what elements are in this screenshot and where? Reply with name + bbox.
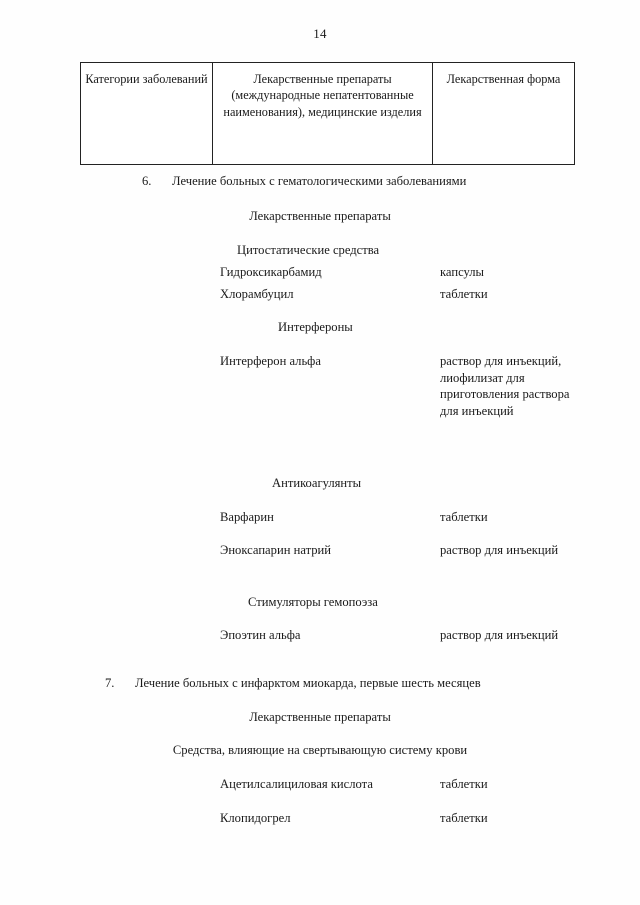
drug-form-hydroxycarbamide: капсулы [440,265,485,279]
drug-name-hydroxycarbamide: Гидроксикарбамид [220,265,322,279]
section-heading-7: 7. Лечение больных с инфарктом миокарда, … [105,675,481,691]
group-title-coagulation-agents: Средства, влияющие на свертывающую систе… [172,743,468,757]
drug-form-chlorambucil: таблетки [440,287,488,301]
drug-name-chlorambucil: Хлорамбуцил [220,287,294,301]
group-title-cytostatics: Цитостатические средства [237,243,380,257]
drug-form-epoetin-alfa: раствор для инъекций [440,628,559,642]
drug-form-acetylsalicylic-acid: таблетки [440,777,488,791]
group-title-anticoagulants: Антикоагулянты [272,476,362,490]
table-header-cell-categories: Категории заболеваний [81,63,213,164]
section-title-6: Лечение больных с гематологическими забо… [172,174,467,188]
drug-name-enoxaparin-sodium: Эноксапарин натрий [220,543,332,557]
drug-name-epoetin-alfa: Эпоэтин альфа [220,628,301,642]
drug-form-clopidogrel: таблетки [440,811,488,825]
drug-name-acetylsalicylic-acid: Ацетилсалициловая кислота [220,777,373,791]
group-title-hematopoiesis-stimulators: Стимуляторы гемопоэза [248,595,378,609]
section-title-7: Лечение больных с инфарктом миокарда, пе… [135,676,481,690]
section-number-6: 6. [142,174,152,188]
header-table: Категории заболеваний Лекарственные преп… [80,62,575,165]
section-heading-6: 6. Лечение больных с гематологическими за… [142,173,466,189]
drug-form-enoxaparin-sodium: раствор для инъекций [440,543,559,557]
section-subtitle-7: Лекарственные препараты [249,710,391,724]
drug-form-warfarin: таблетки [440,510,488,524]
section-subtitle-6: Лекарственные препараты [249,209,391,223]
section-number-7: 7. [105,676,115,690]
drug-name-interferon-alfa: Интерферон альфа [220,354,321,368]
page-number: 14 [313,26,327,41]
group-title-interferons: Интерфероны [278,320,353,334]
drug-name-clopidogrel: Клопидогрел [220,811,291,825]
drug-form-interferon-alfa: раствор для инъекций, лиофилизат для при… [440,354,570,418]
table-header-cell-medicines: Лекарственные препараты (международные н… [213,63,433,164]
table-header-cell-form: Лекарственная форма [446,72,561,86]
drug-name-warfarin: Варфарин [220,510,274,524]
